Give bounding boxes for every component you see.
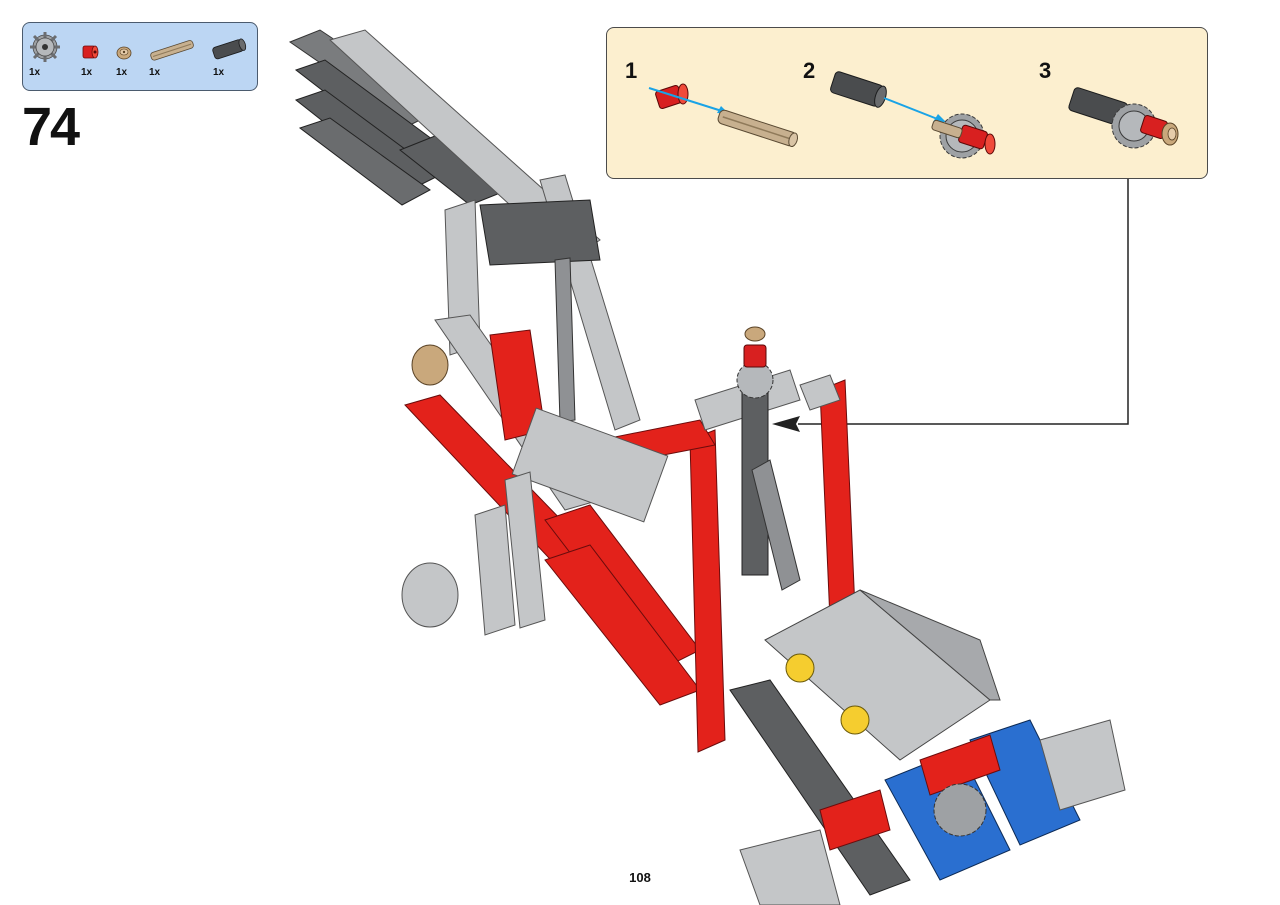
part-qty: 1x xyxy=(213,67,225,78)
engine-block xyxy=(764,589,1001,761)
bush-icon xyxy=(79,41,101,63)
assembly-arrow xyxy=(883,97,941,121)
sub-step-1-illustration xyxy=(648,83,799,148)
lower-chassis xyxy=(729,679,1126,905)
sub-assembly-panel: 1 2 3 xyxy=(606,27,1208,179)
connector-icon xyxy=(209,37,249,61)
sub-step-number: 2 xyxy=(803,58,816,83)
part-qty: 1x xyxy=(81,67,93,78)
part-qty: 1x xyxy=(149,67,161,78)
step-number: 74 xyxy=(22,97,80,157)
sub-step-3-illustration xyxy=(1068,87,1179,149)
parts-list-panel: 1x 1x 1x 1x 1x xyxy=(22,22,258,91)
gear-icon xyxy=(1111,103,1157,149)
gear-icon xyxy=(29,31,61,63)
sub-step-2-illustration xyxy=(830,71,996,159)
sub-step-number: 3 xyxy=(1039,58,1052,83)
part-qty: 1x xyxy=(29,67,41,78)
assembly-arrow xyxy=(648,87,726,113)
vertical-axle-assembly xyxy=(736,326,801,591)
half-bush-icon xyxy=(115,45,133,61)
axle-icon xyxy=(717,109,799,148)
sub-step-number: 1 xyxy=(625,58,638,83)
axle-icon xyxy=(147,37,199,63)
connector-icon xyxy=(830,71,887,108)
axle-icon xyxy=(931,119,963,139)
part-qty: 1x xyxy=(116,67,128,78)
left-suspension xyxy=(401,344,546,636)
page-number: 108 xyxy=(629,870,651,885)
half-bush-icon xyxy=(1161,122,1179,146)
